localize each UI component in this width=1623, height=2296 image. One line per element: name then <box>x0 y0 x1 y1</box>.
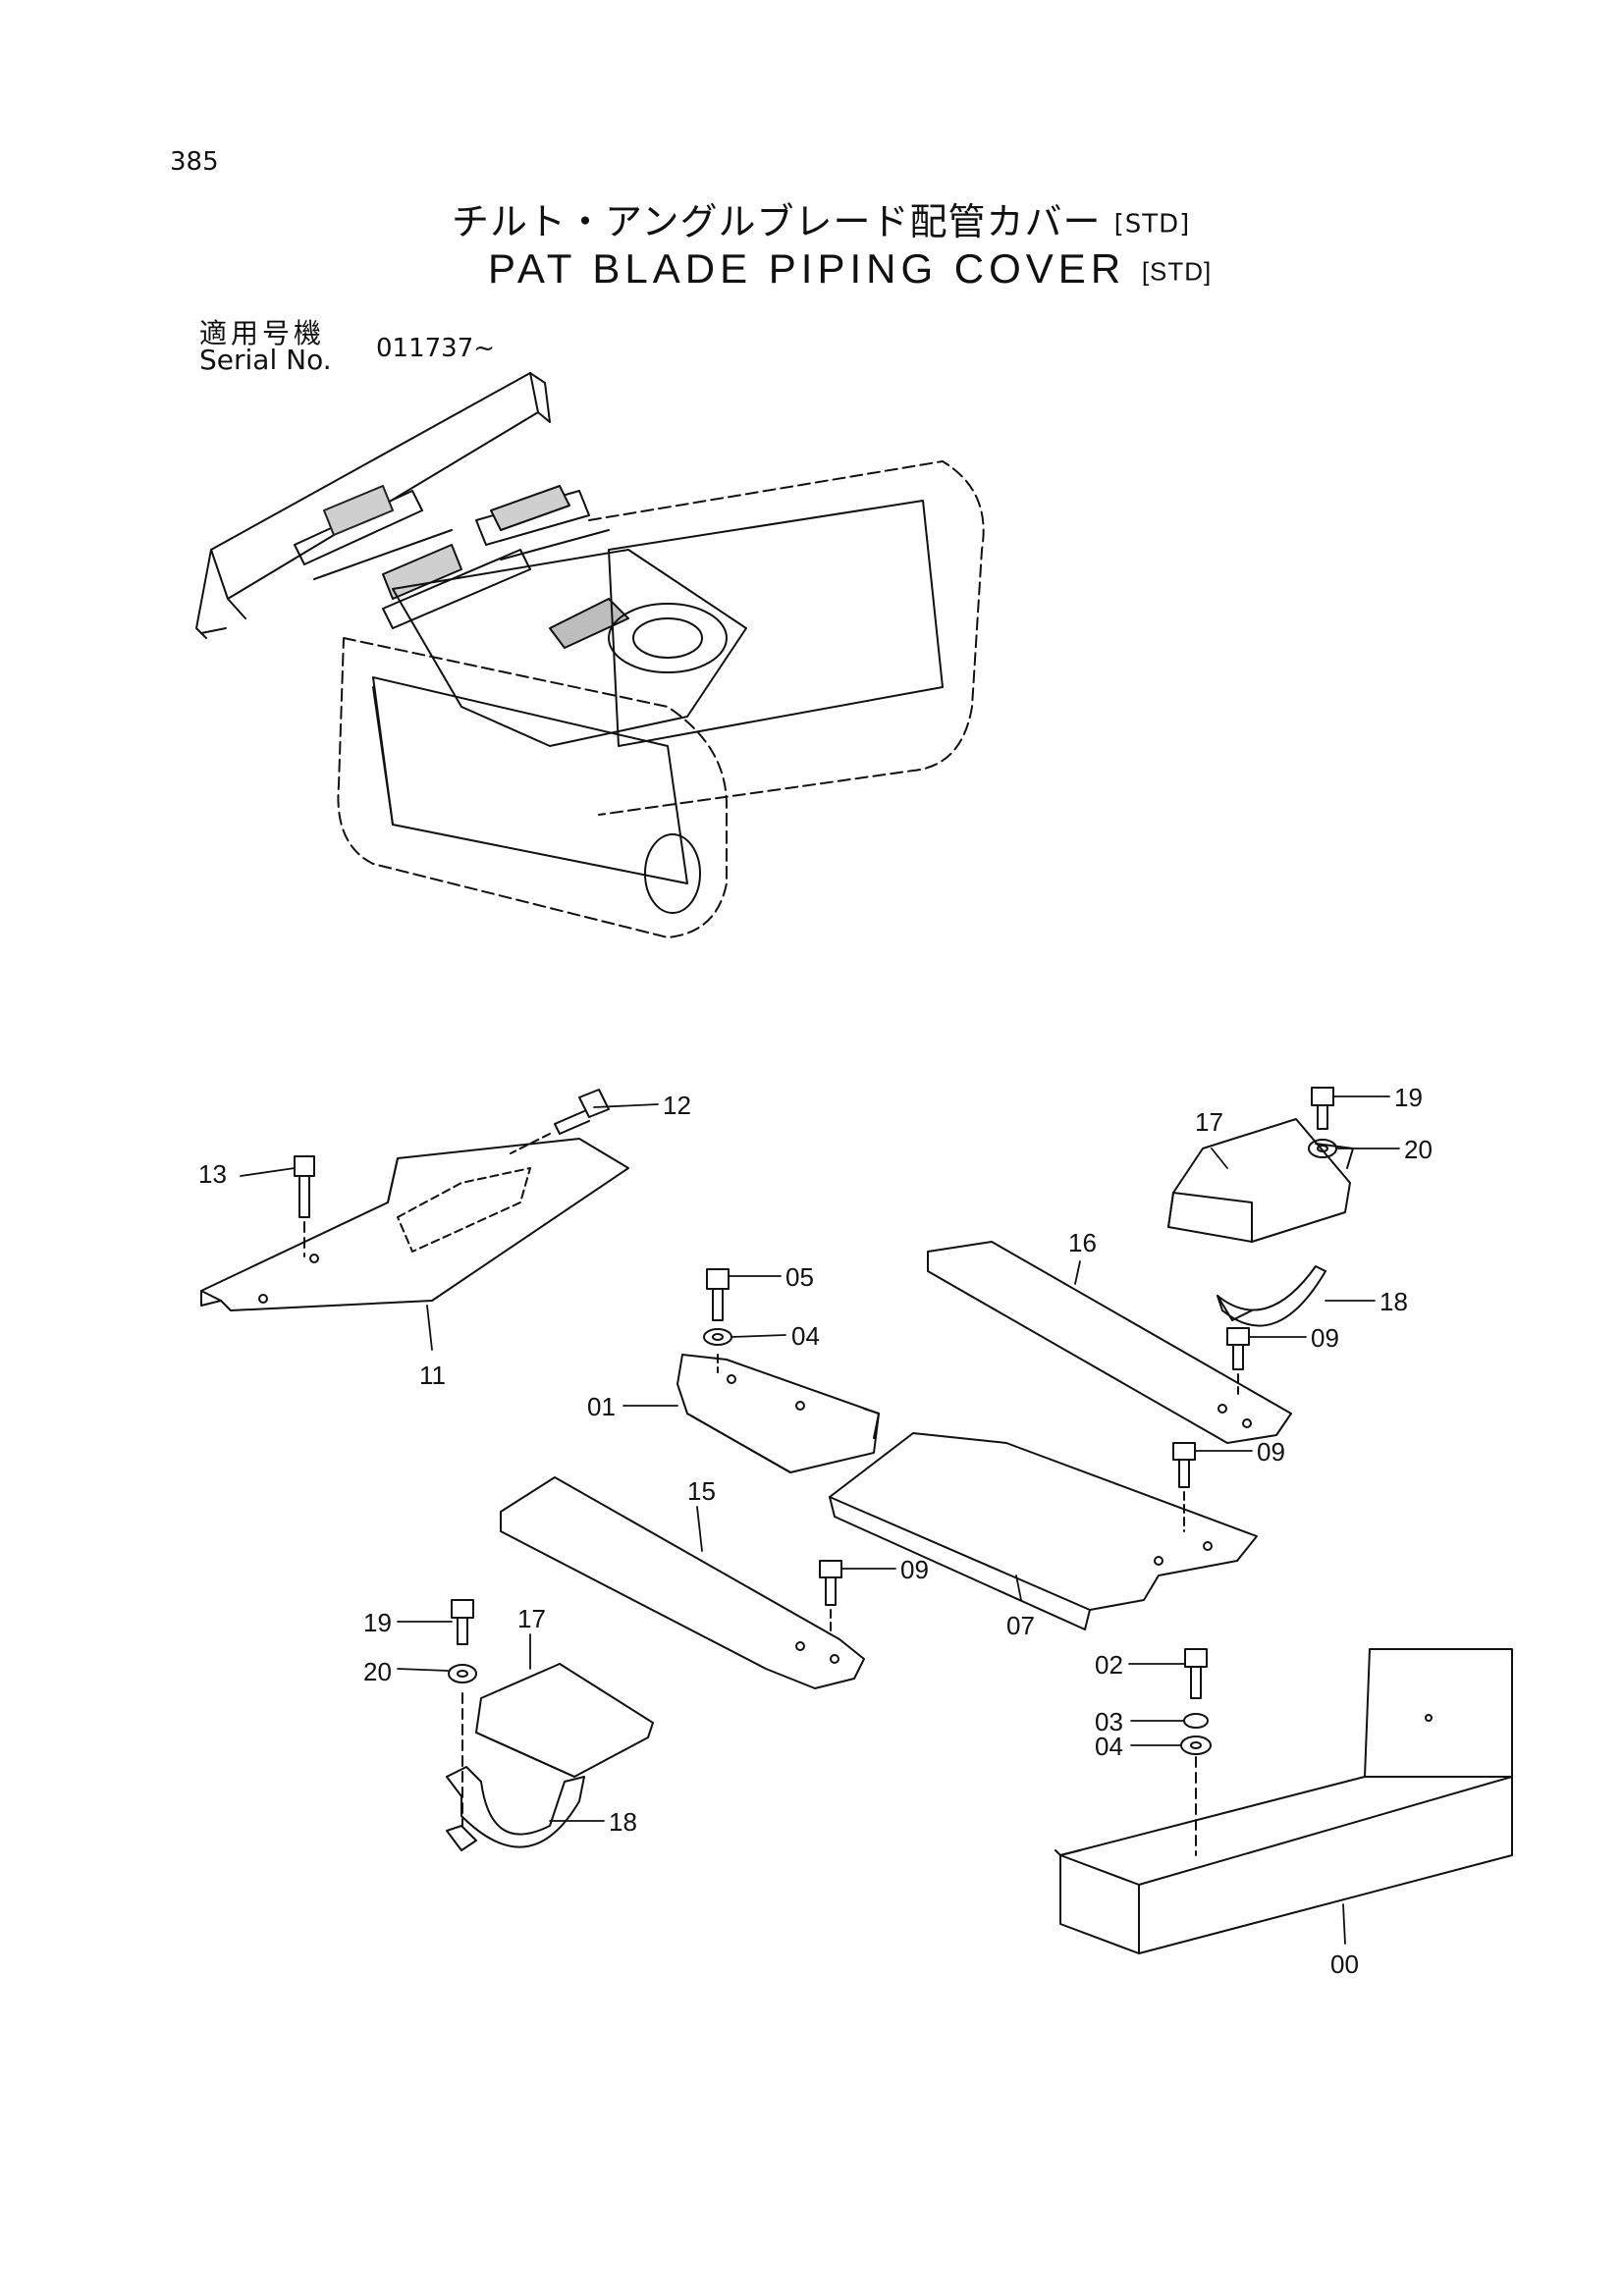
part-03-lock-washer <box>1183 1713 1209 1729</box>
title-english-text: PAT BLADE PIPING COVER <box>488 245 1126 292</box>
part-01-bracket <box>676 1354 880 1473</box>
callout-20-upper: 20 <box>1404 1135 1433 1164</box>
part-09-bolt-b <box>1172 1442 1196 1532</box>
part-13-bolt <box>294 1155 315 1257</box>
variant-tag: [STD] <box>1113 209 1191 240</box>
callout-13: 13 <box>198 1159 227 1189</box>
callout-11: 11 <box>419 1361 446 1390</box>
part-11-cover-plate <box>200 1138 629 1311</box>
part-18-clamp-band-upper <box>1217 1265 1326 1327</box>
title-english: PAT BLADE PIPING COVER [STD] <box>488 245 1212 293</box>
callout-20-lower: 20 <box>363 1657 392 1686</box>
callout-19-lower: 19 <box>363 1608 392 1637</box>
leader-lines <box>240 1095 1400 1945</box>
machine-overview-illustration <box>195 372 985 938</box>
part-02-bolt <box>1184 1648 1208 1856</box>
callout-15: 15 <box>687 1476 716 1506</box>
serial-label-japanese: 適用号機 <box>199 317 326 349</box>
callout-17-lower: 17 <box>517 1604 546 1633</box>
part-12-bolt <box>510 1089 610 1154</box>
part-00-box <box>1055 1648 1513 1954</box>
part-07-cover <box>829 1432 1258 1630</box>
part-19-bolt-upper <box>1311 1087 1334 1130</box>
callout-19-upper: 19 <box>1394 1083 1423 1112</box>
title-japanese-text: チルト・アングルブレード配管カバー <box>452 200 1102 243</box>
part-18-clamp-band-lower <box>446 1766 585 1851</box>
callout-00: 00 <box>1330 1949 1359 1979</box>
part-17-clamp-cover-upper <box>1167 1118 1354 1243</box>
callout-12: 12 <box>663 1091 691 1120</box>
part-15-long-cover <box>500 1476 865 1689</box>
callout-09-a: 09 <box>1311 1323 1339 1353</box>
part-17-clamp-cover-lower <box>475 1663 654 1778</box>
callout-05: 05 <box>785 1262 814 1292</box>
part-16-long-cover <box>927 1241 1292 1444</box>
part-20-washer-upper <box>1308 1139 1337 1158</box>
callout-09-c: 09 <box>900 1555 929 1584</box>
callout-18-upper: 18 <box>1380 1287 1408 1316</box>
callout-02: 02 <box>1095 1650 1123 1680</box>
callout-01: 01 <box>587 1392 616 1421</box>
title-japanese: チルト・アングルブレード配管カバー [STD] <box>452 191 1190 245</box>
part-19-bolt-lower <box>451 1599 474 1827</box>
callout-04: 04 <box>791 1321 820 1351</box>
callout-09-b: 09 <box>1257 1437 1285 1467</box>
part-05-bolt <box>706 1268 730 1373</box>
part-04-washer-lower <box>1180 1735 1212 1755</box>
part-20-washer-lower <box>448 1664 477 1683</box>
callout-17-upper: 17 <box>1195 1107 1223 1137</box>
serial-value: 011737~ <box>376 334 496 363</box>
callout-labels: 12 13 11 05 04 01 16 19 20 17 18 09 09 1… <box>198 1083 1433 1979</box>
serial-label-english: Serial No. <box>199 344 332 376</box>
page-number: 385 <box>170 147 219 177</box>
part-04-washer <box>703 1328 732 1346</box>
variant-tag: [STD] <box>1141 256 1213 287</box>
callout-04-lower: 04 <box>1095 1732 1123 1761</box>
callout-18-lower: 18 <box>609 1807 637 1837</box>
callout-07: 07 <box>1006 1611 1035 1640</box>
callout-16: 16 <box>1068 1228 1097 1257</box>
part-09-bolt-c <box>819 1560 842 1635</box>
callout-03: 03 <box>1095 1707 1123 1736</box>
part-09-bolt-a <box>1226 1327 1250 1395</box>
